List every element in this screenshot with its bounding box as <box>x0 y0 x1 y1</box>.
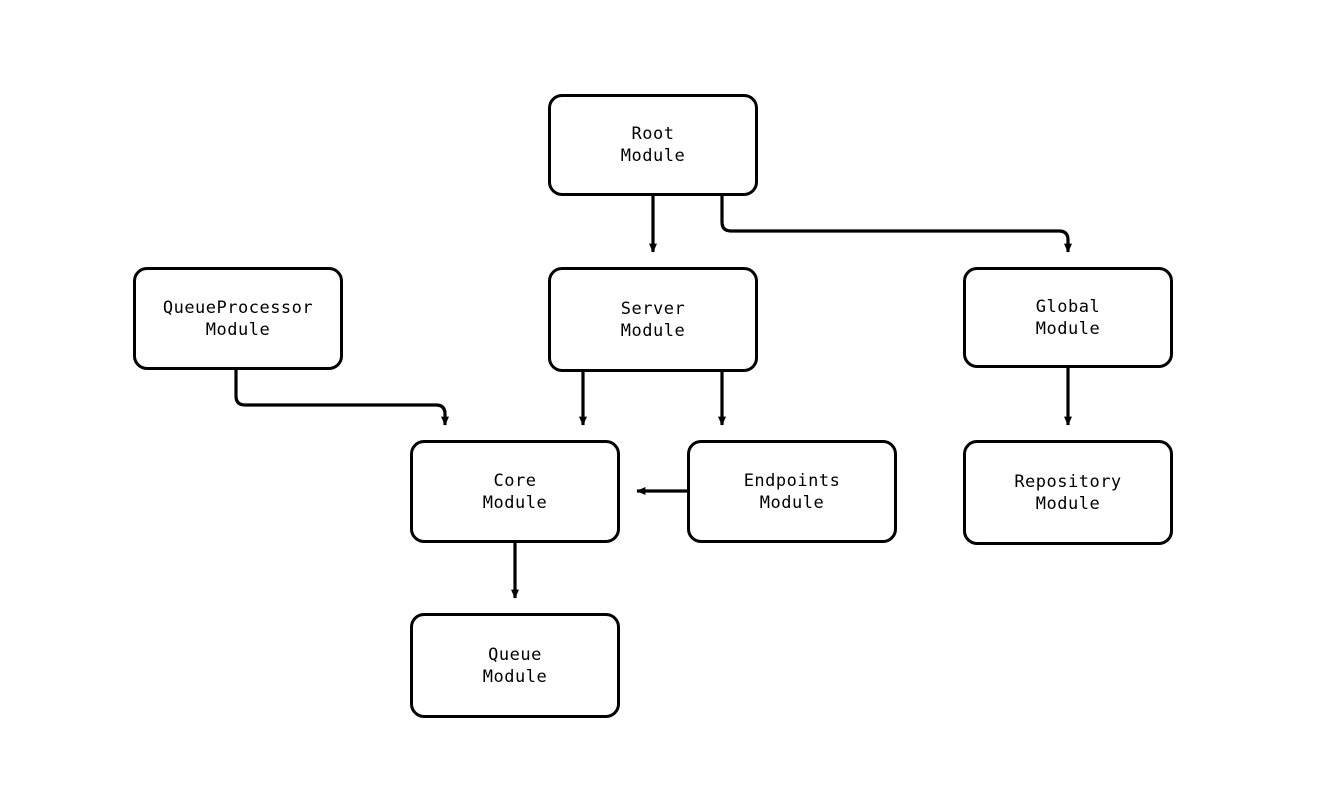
edge-queueprocessor-core <box>234 370 449 426</box>
node-root-label-line1: Root <box>631 124 675 144</box>
node-server-label-line1: Server <box>620 298 686 319</box>
node-core-label-line1: Core <box>493 470 537 491</box>
node-repository-label-line1: Repository <box>1014 471 1122 492</box>
node-endpoints-label-line1: Endpoints <box>743 470 841 491</box>
node-queueprocessor-label-line1: QueueProcessor <box>162 297 314 318</box>
node-root[interactable]: Root Module <box>548 94 758 196</box>
node-queue-label-line2: Module <box>482 666 548 687</box>
node-core-label-line2: Module <box>482 492 548 513</box>
node-root-label-line2: Module <box>620 146 686 166</box>
node-core[interactable]: Core Module <box>410 440 620 543</box>
node-queue-label-line1: Queue <box>488 644 542 665</box>
node-server-label-line2: Module <box>620 320 686 341</box>
node-queue[interactable]: Queue Module <box>410 613 620 718</box>
node-global-label-line2: Module <box>1035 318 1101 339</box>
node-repository[interactable]: Repository Module <box>963 440 1173 545</box>
edge-root-global <box>720 196 1072 253</box>
node-queueprocessor-label-line2: Module <box>205 319 271 340</box>
node-repository-label-line2: Module <box>1035 493 1101 514</box>
node-global[interactable]: Global Module <box>963 267 1173 368</box>
node-global-label-line1: Global <box>1035 296 1101 317</box>
node-endpoints-label-line2: Module <box>759 492 825 513</box>
node-server[interactable]: Server Module <box>548 267 758 372</box>
node-queueprocessor[interactable]: QueueProcessor Module <box>133 267 343 370</box>
node-endpoints[interactable]: Endpoints Module <box>687 440 897 543</box>
